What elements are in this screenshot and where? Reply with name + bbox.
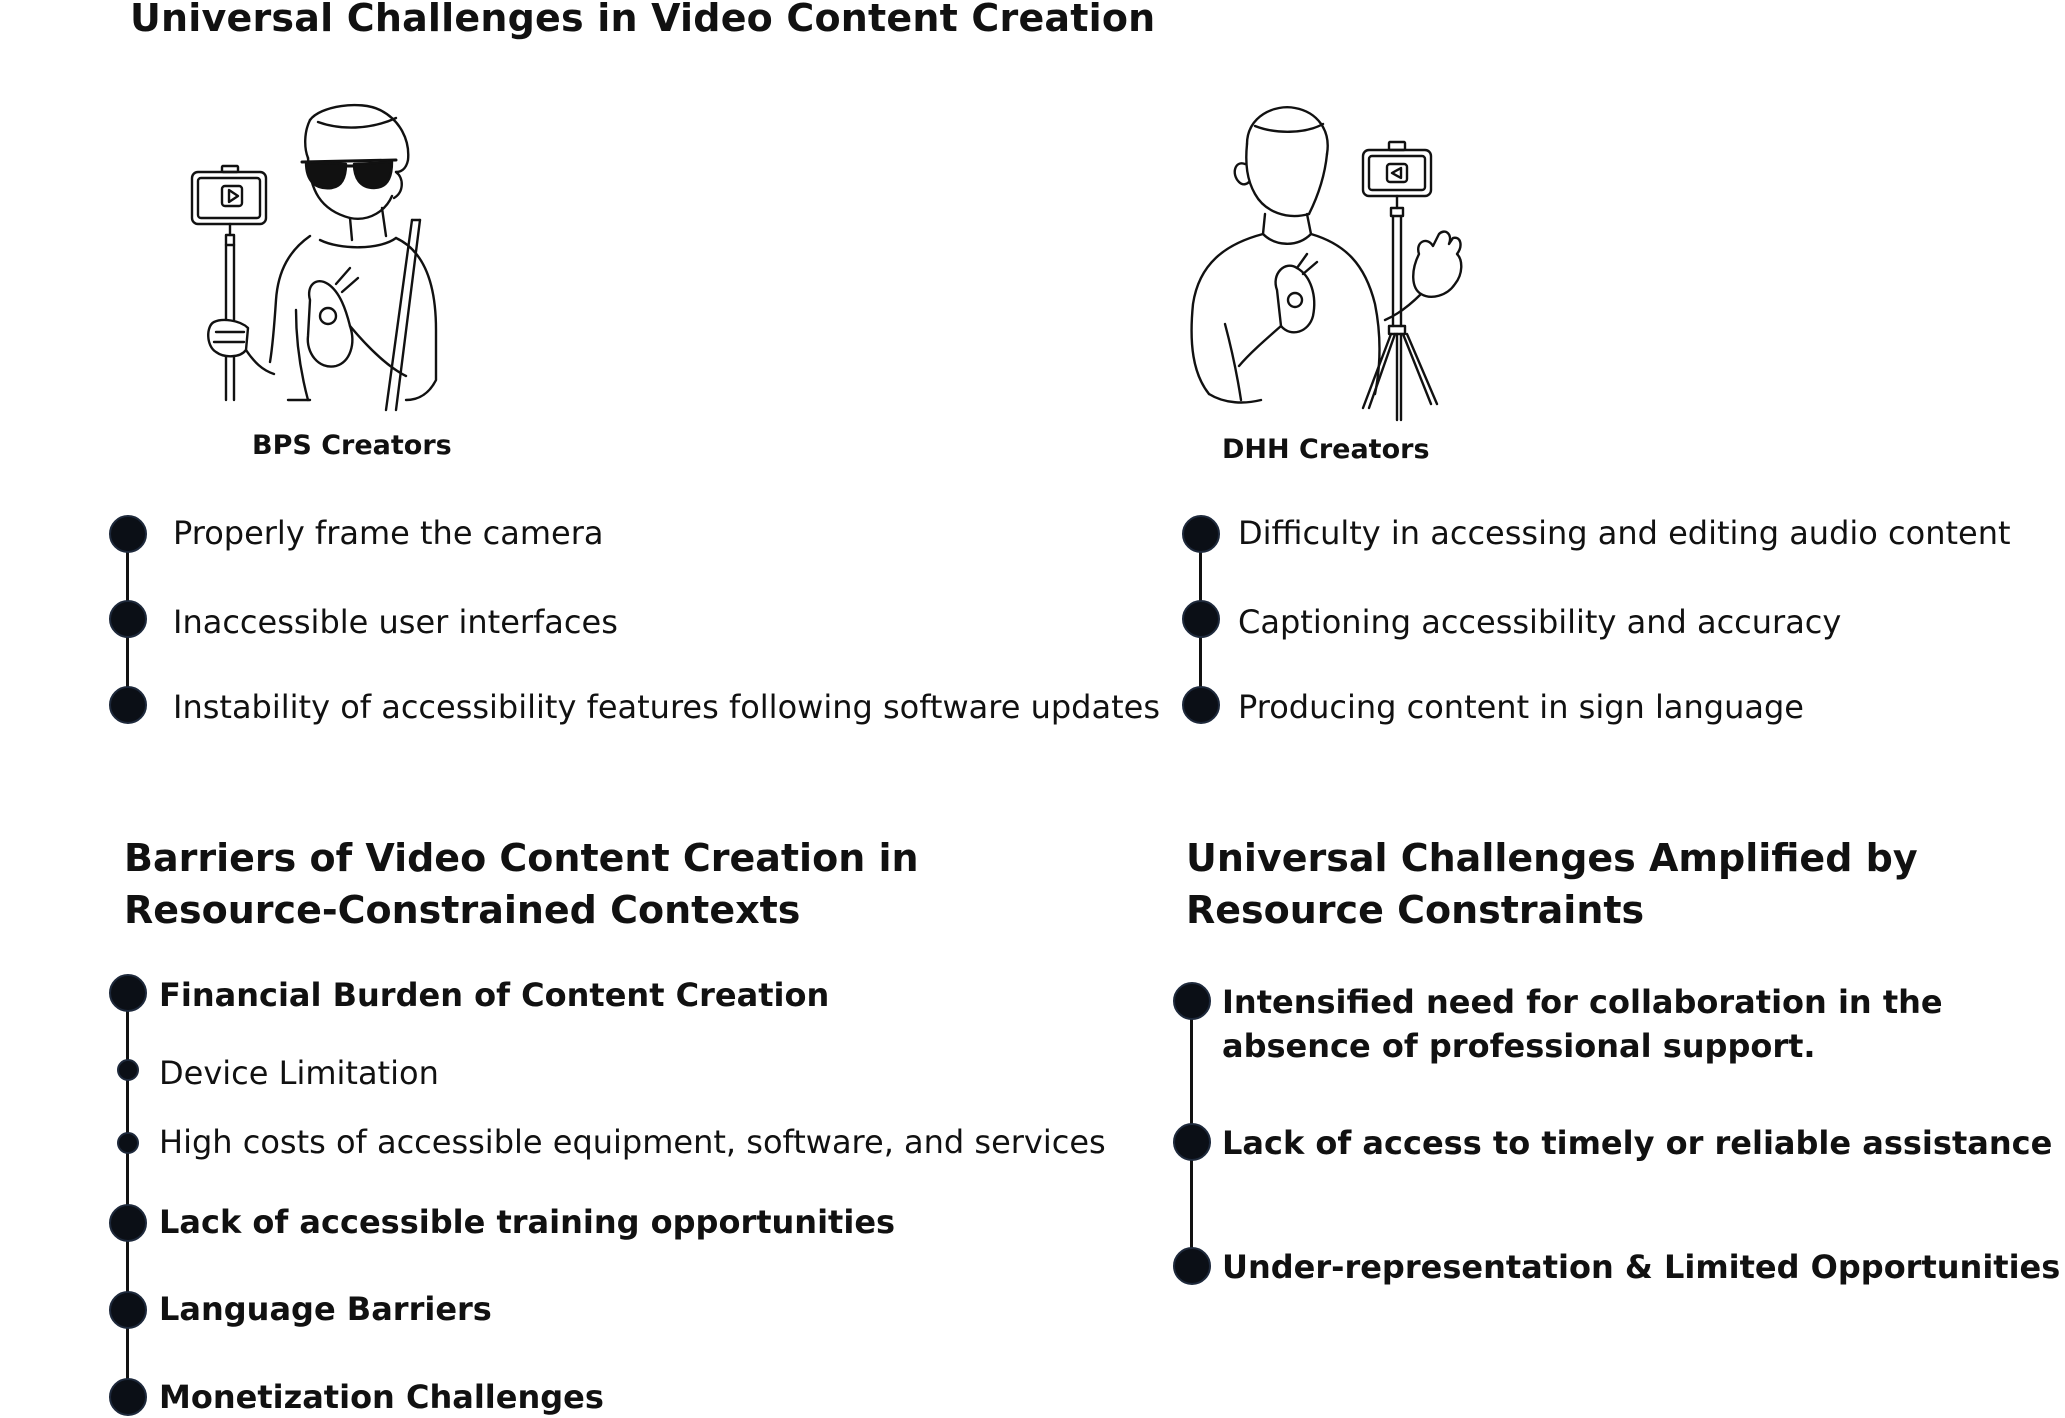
bps-caption: BPS Creators <box>252 430 452 461</box>
amplified-title-line1: Universal Challenges Amplified by <box>1186 836 1918 880</box>
barriers-title: Barriers of Video Content Creation in Re… <box>124 832 919 936</box>
list-bullet <box>109 686 147 724</box>
list-bullet <box>109 974 147 1012</box>
list-bullet <box>1182 686 1220 724</box>
barriers-title-line2: Resource-Constrained Contexts <box>124 888 801 932</box>
list-item: Difficulty in accessing and editing audi… <box>1238 514 2011 552</box>
list-item: Monetization Challenges <box>159 1378 604 1416</box>
list-item: Financial Burden of Content Creation <box>159 976 830 1014</box>
list-item: Captioning accessibility and accuracy <box>1238 603 1842 641</box>
amplified-title-line2: Resource Constraints <box>1186 888 1645 932</box>
list-bullet <box>109 1204 147 1242</box>
list-bullet <box>109 1378 147 1416</box>
deaf-creator-illustration <box>1185 104 1485 424</box>
dhh-caption: DHH Creators <box>1222 434 1430 465</box>
list-item: Instability of accessibility features fo… <box>173 688 1160 726</box>
list-bullet <box>1182 600 1220 638</box>
list-bullet <box>109 600 147 638</box>
blind-creator-illustration <box>200 100 470 420</box>
list-bullet <box>109 515 147 553</box>
list-bullet <box>109 1291 147 1329</box>
list-sub-bullet <box>117 1132 139 1154</box>
list-item: Device Limitation <box>159 1054 439 1092</box>
list-bullet <box>1173 1123 1211 1161</box>
list-item: Under-representation & Limited Opportuni… <box>1222 1248 2061 1286</box>
list-item: Properly frame the camera <box>173 514 604 552</box>
list-sub-bullet <box>117 1059 139 1081</box>
list-item: Producing content in sign language <box>1238 688 1804 726</box>
amplified-title: Universal Challenges Amplified by Resour… <box>1186 832 1918 936</box>
barriers-title-line1: Barriers of Video Content Creation in <box>124 836 919 880</box>
list-item: High costs of accessible equipment, soft… <box>159 1123 1106 1161</box>
list-item: Lack of access to timely or reliable ass… <box>1222 1124 2053 1162</box>
list-item: Intensified need for collaboration in th… <box>1222 983 1943 1065</box>
play-icon <box>229 190 238 202</box>
list-bullet <box>1182 515 1220 553</box>
list-bullet <box>1173 982 1211 1020</box>
main-title: Universal Challenges in Video Content Cr… <box>130 0 1156 40</box>
list-item: Lack of accessible training opportunitie… <box>159 1203 896 1241</box>
list-item: Language Barriers <box>159 1290 492 1328</box>
list-bullet <box>1173 1247 1211 1285</box>
list-item: Inaccessible user interfaces <box>173 603 618 641</box>
barriers-timeline-line <box>126 992 129 1398</box>
